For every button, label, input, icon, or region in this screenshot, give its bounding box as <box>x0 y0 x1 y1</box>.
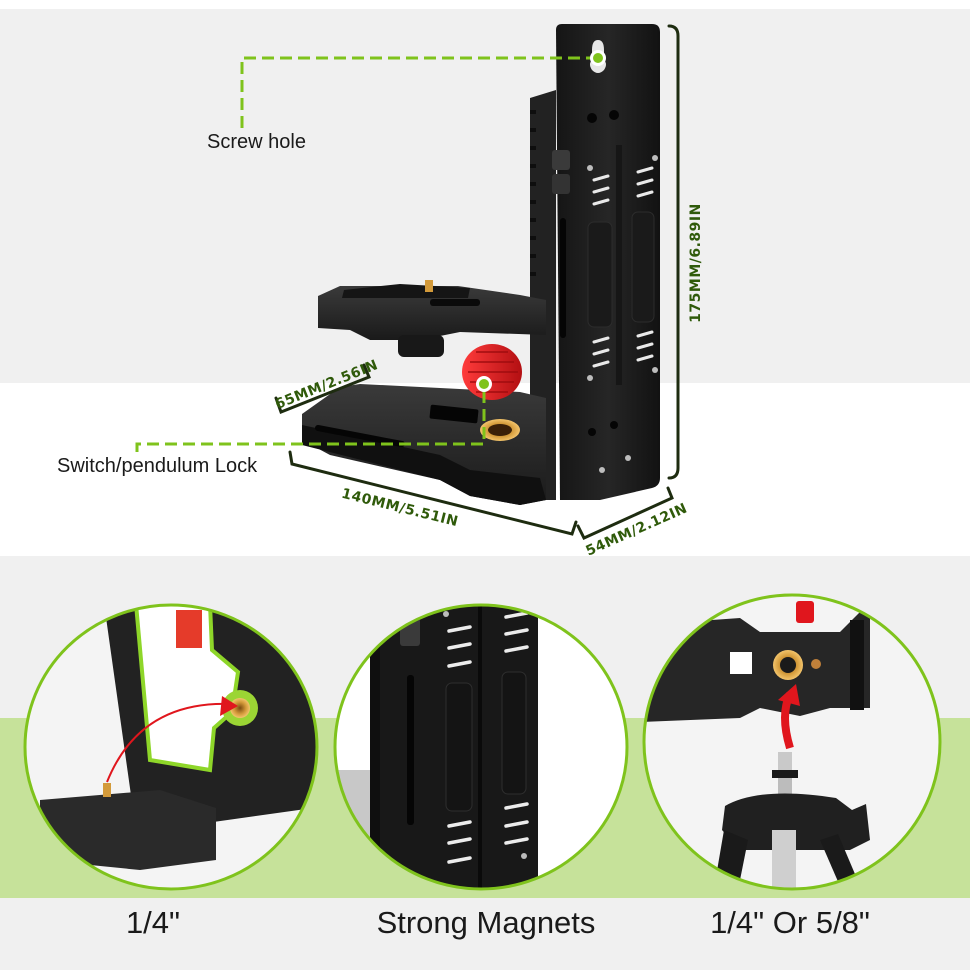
feature-circle-tripod <box>642 593 942 891</box>
screw-hole-label: Screw hole <box>207 131 306 153</box>
top-strip <box>0 0 970 9</box>
upper-arm <box>318 280 546 357</box>
screw-stud-icon <box>425 280 433 292</box>
switch-lock-leader <box>135 376 492 452</box>
feature-label-magnets: Strong Magnets <box>376 905 596 940</box>
red-knob-small-icon <box>796 601 814 623</box>
dimension-brackets <box>274 24 680 540</box>
length-bracket <box>288 450 578 536</box>
feature-circle-magnets <box>333 603 629 891</box>
feature-label-screw-mount: 1/4" <box>125 905 181 940</box>
height-bracket <box>667 24 680 480</box>
screw-hole-leader <box>240 50 606 128</box>
feature-circle-screw-mount <box>23 603 319 891</box>
feature-label-tripod: 1/4" Or 5/8" <box>710 905 870 940</box>
switch-lock-label: Switch/pendulum Lock <box>57 455 258 477</box>
depth-bracket <box>274 363 371 414</box>
width-bracket <box>576 486 674 540</box>
